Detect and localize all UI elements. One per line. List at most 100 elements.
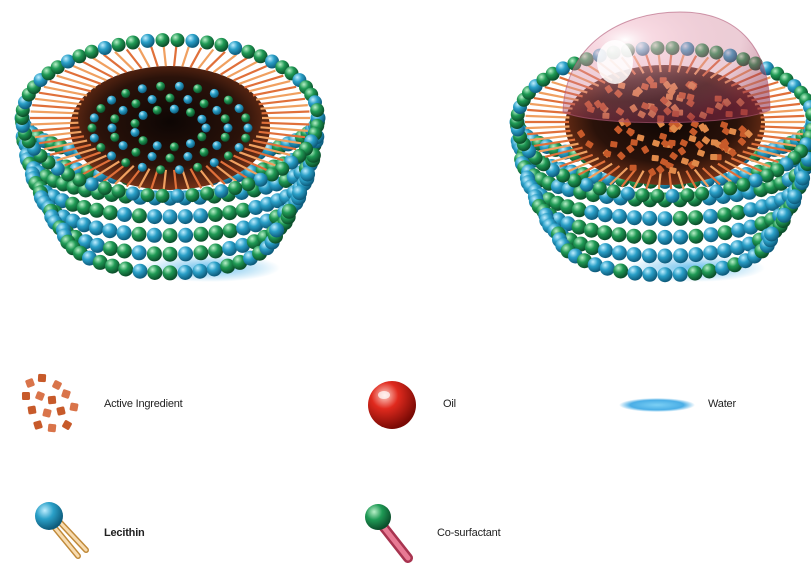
co-surfactant-head: [193, 163, 202, 172]
lecithin-head: [658, 211, 673, 226]
surfactant-tail: [244, 76, 283, 88]
surfactant-tail: [191, 48, 202, 68]
lecithin-head: [197, 115, 206, 124]
lecithin-head: [658, 230, 673, 245]
co-surfactant-head: [612, 227, 627, 242]
active-ingredient-cube: [22, 392, 30, 400]
co-surfactant-head: [121, 158, 130, 167]
active-ingredient-cube: [52, 380, 63, 391]
surfactant-tail: [214, 55, 237, 73]
surfactant-tail: [139, 48, 150, 68]
surfactant-tail: [239, 71, 275, 84]
surfactant-tail: [93, 58, 119, 75]
co-surfactant-head: [241, 45, 255, 59]
lecithin-head: [235, 104, 244, 113]
active-ingredient-particle: [710, 154, 717, 160]
lecithin-head: [658, 267, 673, 282]
lecithin-head: [254, 173, 268, 187]
surfactant-tail: [174, 46, 176, 66]
co-surfactant-head: [680, 188, 694, 202]
co-surfactant-head: [200, 36, 214, 50]
water-label: Water: [708, 398, 736, 410]
lecithin-head: [183, 95, 192, 104]
co-surfactant-head: [112, 184, 126, 198]
co-surfactant-head: [214, 38, 228, 52]
surfactant-tail: [73, 66, 106, 80]
co-surfactant-head: [197, 132, 206, 141]
lecithin-head: [117, 225, 132, 240]
lecithin-head: [175, 165, 184, 174]
co-surfactant-head: [163, 228, 178, 243]
lecithin-head: [703, 209, 718, 224]
lecithin-head: [795, 171, 810, 186]
lecithin-head: [141, 34, 155, 48]
co-surfactant-head: [156, 33, 170, 47]
lecithin-head: [138, 84, 147, 93]
lecithin-head: [584, 205, 599, 220]
lecithin-head: [107, 96, 116, 105]
lecithin-head: [193, 208, 208, 223]
lecithin-head: [119, 106, 128, 115]
co-surfactant-head: [112, 38, 126, 52]
lecithin-head: [717, 243, 732, 258]
surfactant-tail: [35, 99, 81, 104]
surfactant-tail: [760, 131, 803, 134]
active-ingredient-particle: [668, 140, 675, 147]
surfactant-tail: [527, 131, 570, 134]
lecithin-head: [787, 189, 802, 204]
lecithin-head: [703, 245, 718, 260]
lecithin-head: [244, 124, 253, 133]
co-surfactant-head: [241, 113, 250, 122]
surfactant-tail: [83, 62, 113, 78]
lecithin-head: [131, 128, 140, 137]
co-surfactant-head: [132, 208, 147, 223]
co-surfactant-label: Co-surfactant: [437, 527, 500, 539]
co-surfactant-head: [105, 259, 120, 274]
co-surfactant-head: [98, 181, 112, 195]
right-micelle: [510, 12, 811, 282]
active-ingredient-cube: [48, 396, 57, 405]
co-surfactant-head: [585, 240, 600, 255]
lecithin-head: [673, 267, 688, 282]
co-surfactant-head: [77, 200, 92, 215]
co-surfactant-head: [228, 181, 242, 195]
surfactant-tail: [761, 127, 805, 129]
lecithin-head: [147, 209, 162, 224]
lecithin-head: [627, 247, 642, 262]
co-surfactant-head: [110, 114, 119, 123]
lecithin-head: [207, 262, 222, 277]
co-surfactant-head: [627, 229, 642, 244]
co-surfactant-head: [88, 124, 97, 133]
active-ingredient-cube: [61, 389, 71, 399]
co-surfactant-head: [688, 210, 703, 225]
active-ingredient-label: Active Ingredient: [104, 398, 183, 410]
lecithin-head: [688, 247, 703, 262]
co-surfactant-head: [221, 114, 230, 123]
lecithin-head: [133, 264, 148, 279]
lecithin-head: [300, 167, 315, 182]
lecithin-head: [178, 209, 193, 224]
co-surfactant-head: [642, 230, 657, 245]
lecithin-head: [170, 105, 179, 114]
co-surfactant-head: [170, 142, 179, 151]
active-ingredient-particle: [651, 155, 659, 162]
co-surfactant-head: [584, 223, 599, 238]
co-surfactant-head: [688, 266, 703, 281]
co-surfactant-head: [96, 104, 105, 113]
co-surfactant-head: [153, 106, 162, 115]
co-surfactant-head: [72, 49, 86, 63]
left-micelle: [15, 33, 326, 282]
lecithin-head: [621, 187, 635, 201]
active-ingredient-particle: [630, 165, 637, 171]
co-surfactant-head: [156, 165, 165, 174]
active-ingredient-cube: [35, 391, 45, 401]
co-surfactant-head: [673, 211, 688, 226]
active-ingredient-particle: [610, 141, 618, 148]
co-surfactant-head: [718, 225, 733, 240]
lecithin-head: [102, 223, 117, 238]
co-surfactant-head: [200, 148, 209, 157]
co-surfactant-head: [613, 264, 628, 279]
co-surfactant-head: [572, 202, 587, 217]
co-surfactant-head: [236, 203, 251, 218]
